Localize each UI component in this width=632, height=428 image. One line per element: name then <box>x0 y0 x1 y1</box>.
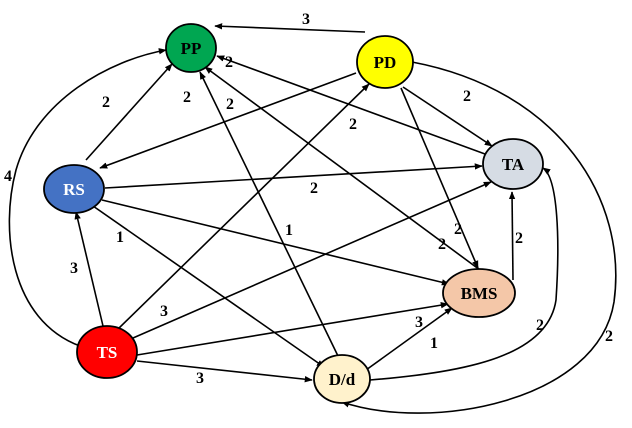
weight-Dd-BMS: 1 <box>430 335 438 352</box>
node-Dd-shape <box>313 354 371 404</box>
weight-PD-TA: 2 <box>463 88 471 105</box>
edge-PD-Dd <box>341 61 617 414</box>
edge-PD-BMS <box>400 87 479 269</box>
weight-BMS-TA: 2 <box>515 230 523 247</box>
node-TA-shape <box>482 138 544 190</box>
weight-TS-BMS: 3 <box>415 314 423 331</box>
node-Dd: D/d <box>313 354 371 404</box>
weight-TA-PP: 2 <box>225 54 233 71</box>
weight-TS-RS: 3 <box>70 260 78 277</box>
edge-weights: 3 2 2 2 2 2 2 2 1 1 2 2 4 3 2 3 3 3 2 1 … <box>4 11 613 387</box>
weight-BMS-PP: 2 <box>438 236 446 253</box>
node-PD: PD <box>356 35 414 89</box>
edge-TS-PD <box>116 83 370 331</box>
edge-RS-TA <box>104 163 483 189</box>
weight-PD-Dd: 2 <box>605 328 613 345</box>
node-PP: PP <box>165 23 217 73</box>
edge-TS-BMS <box>136 302 449 356</box>
edge-RS-BMS <box>101 199 450 286</box>
edge-BMS-PP <box>204 66 481 271</box>
node-TA-label: TA <box>502 155 525 174</box>
edge-BMS-TA <box>508 191 516 281</box>
weight-TS-PD: 2 <box>349 116 357 133</box>
node-Dd-label: D/d <box>329 370 356 389</box>
edges <box>8 23 617 414</box>
weight-TS-PP: 4 <box>4 168 12 185</box>
node-BMS-shape <box>442 268 516 318</box>
node-BMS-label: BMS <box>461 284 498 303</box>
edge-Dd-PP <box>199 71 339 357</box>
node-TS-label: TS <box>97 343 118 362</box>
edge-RS-Dd <box>92 205 325 368</box>
node-TA: TA <box>482 138 544 190</box>
node-BMS: BMS <box>442 268 516 318</box>
node-TS-shape <box>76 325 138 379</box>
weight-RS-TA: 2 <box>310 180 318 197</box>
node-RS-shape <box>43 164 105 214</box>
edge-TS-Dd <box>136 360 313 383</box>
node-PD-shape <box>356 35 414 89</box>
weight-RS-BMS: 1 <box>285 222 293 239</box>
weight-RS-PP: 2 <box>102 94 110 111</box>
edge-RS-PP <box>85 63 173 161</box>
weight-TS-Dd: 3 <box>196 370 204 387</box>
weight-Dd-PP: 2 <box>183 89 191 106</box>
edge-TS-PP <box>8 48 167 347</box>
node-PD-label: PD <box>374 53 397 72</box>
node-PP-label: PP <box>181 39 202 58</box>
edge-Dd-TA <box>369 167 559 381</box>
node-TS: TS <box>76 325 138 379</box>
weight-Dd-TA: 2 <box>536 317 544 334</box>
edge-TA-PP <box>216 55 486 155</box>
edge-Dd-BMS <box>365 307 453 371</box>
edge-PD-RS <box>99 72 357 169</box>
edge-TS-RS <box>74 211 104 327</box>
edge-TS-TA <box>132 181 492 339</box>
weight-PD-RS: 2 <box>226 96 234 113</box>
weight-PD-BMS: 2 <box>454 221 462 238</box>
weight-PD-PP: 3 <box>302 11 310 28</box>
node-RS: RS <box>43 164 105 214</box>
node-RS-label: RS <box>63 180 85 199</box>
edge-PD-PP <box>214 23 366 33</box>
weight-RS-Dd: 1 <box>116 229 124 246</box>
nodes: PP PD RS TA BMS TS D/d <box>43 23 544 404</box>
weight-TS-TA: 3 <box>160 303 168 320</box>
node-PP-shape <box>165 23 217 73</box>
edge-PD-TA <box>402 86 493 147</box>
